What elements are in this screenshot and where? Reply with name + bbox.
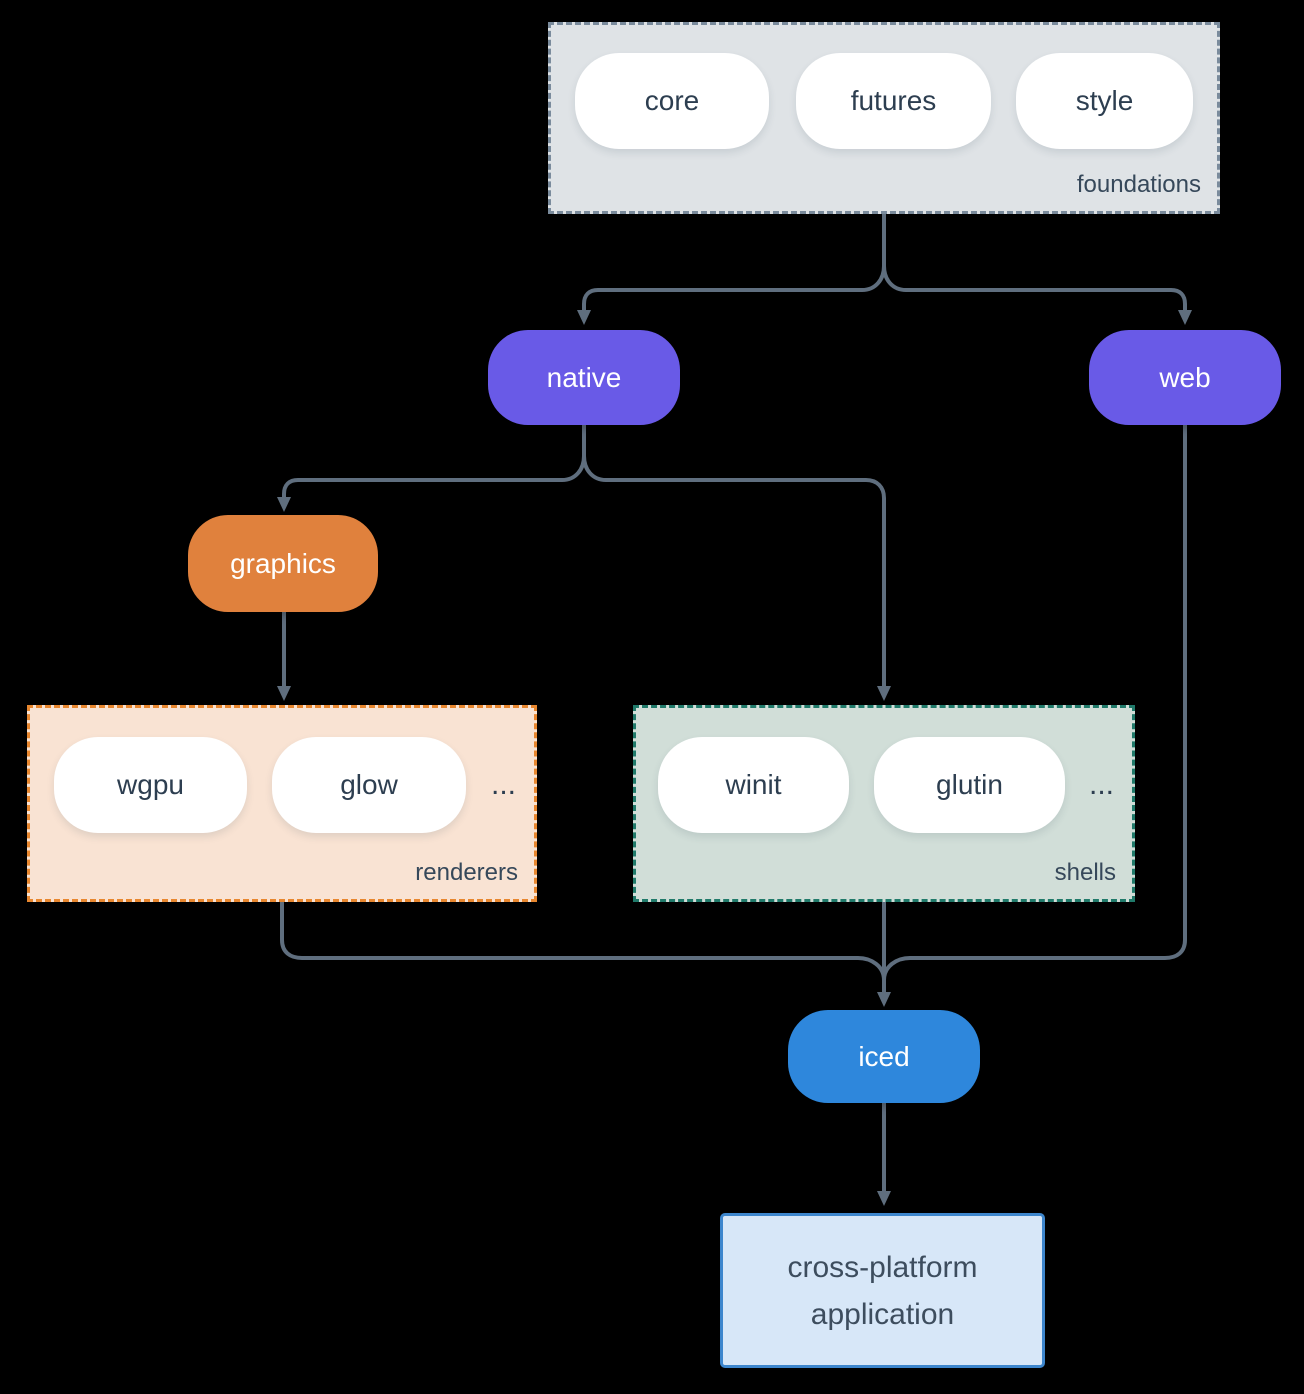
edge-native-shells (582, 455, 886, 686)
node-core-label: core (644, 85, 700, 116)
renderers-ellipsis: ... (490, 768, 516, 801)
node-iced: iced (788, 1010, 980, 1103)
node-glutin-label: glutin (936, 769, 1003, 800)
edge-native-graphics (282, 425, 586, 499)
node-glow: glow (272, 737, 466, 833)
group-renderers: wgpu glow ... renderers (27, 705, 537, 902)
node-application: cross-platform application (720, 1213, 1045, 1368)
group-label-shells: shells (1054, 859, 1116, 886)
application-line1: cross-platform (787, 1250, 978, 1284)
arrowhead-native (577, 310, 591, 325)
node-native-label: native (546, 361, 622, 393)
node-futures-label: futures (850, 85, 937, 116)
application-line2: application (810, 1297, 955, 1331)
node-iced-label: iced (858, 1040, 910, 1072)
node-style: style (1016, 53, 1193, 149)
arrowhead-application (877, 1191, 891, 1206)
node-native: native (488, 330, 680, 425)
arrowhead-renderers (277, 686, 291, 701)
edge-foundations-web (882, 265, 1187, 311)
node-core: core (575, 53, 769, 149)
node-winit: winit (658, 737, 849, 833)
node-winit-label: winit (725, 769, 782, 800)
group-label-foundations: foundations (1076, 171, 1201, 198)
edge-renderers-iced (280, 902, 886, 981)
arrowhead-web (1178, 310, 1192, 325)
edge-foundations-native (582, 212, 886, 311)
arrowhead-iced (877, 992, 891, 1007)
node-futures: futures (796, 53, 991, 149)
group-label-renderers: renderers (415, 859, 518, 886)
node-style-label: style (1075, 85, 1134, 116)
node-graphics-label: graphics (230, 547, 336, 579)
group-shells: winit glutin ... shells (633, 705, 1135, 902)
node-web: web (1089, 330, 1281, 425)
shells-ellipsis: ... (1088, 768, 1114, 801)
arrowhead-graphics (277, 497, 291, 512)
node-wgpu-label: wgpu (117, 769, 184, 800)
node-wgpu: wgpu (54, 737, 247, 833)
node-glow-label: glow (340, 769, 398, 800)
node-graphics: graphics (188, 515, 378, 612)
group-foundations: core futures style foundations (548, 22, 1220, 214)
edge-web-iced (882, 425, 1187, 981)
arrowhead-shells (877, 686, 891, 701)
node-glutin: glutin (874, 737, 1065, 833)
node-web-label: web (1159, 361, 1211, 393)
